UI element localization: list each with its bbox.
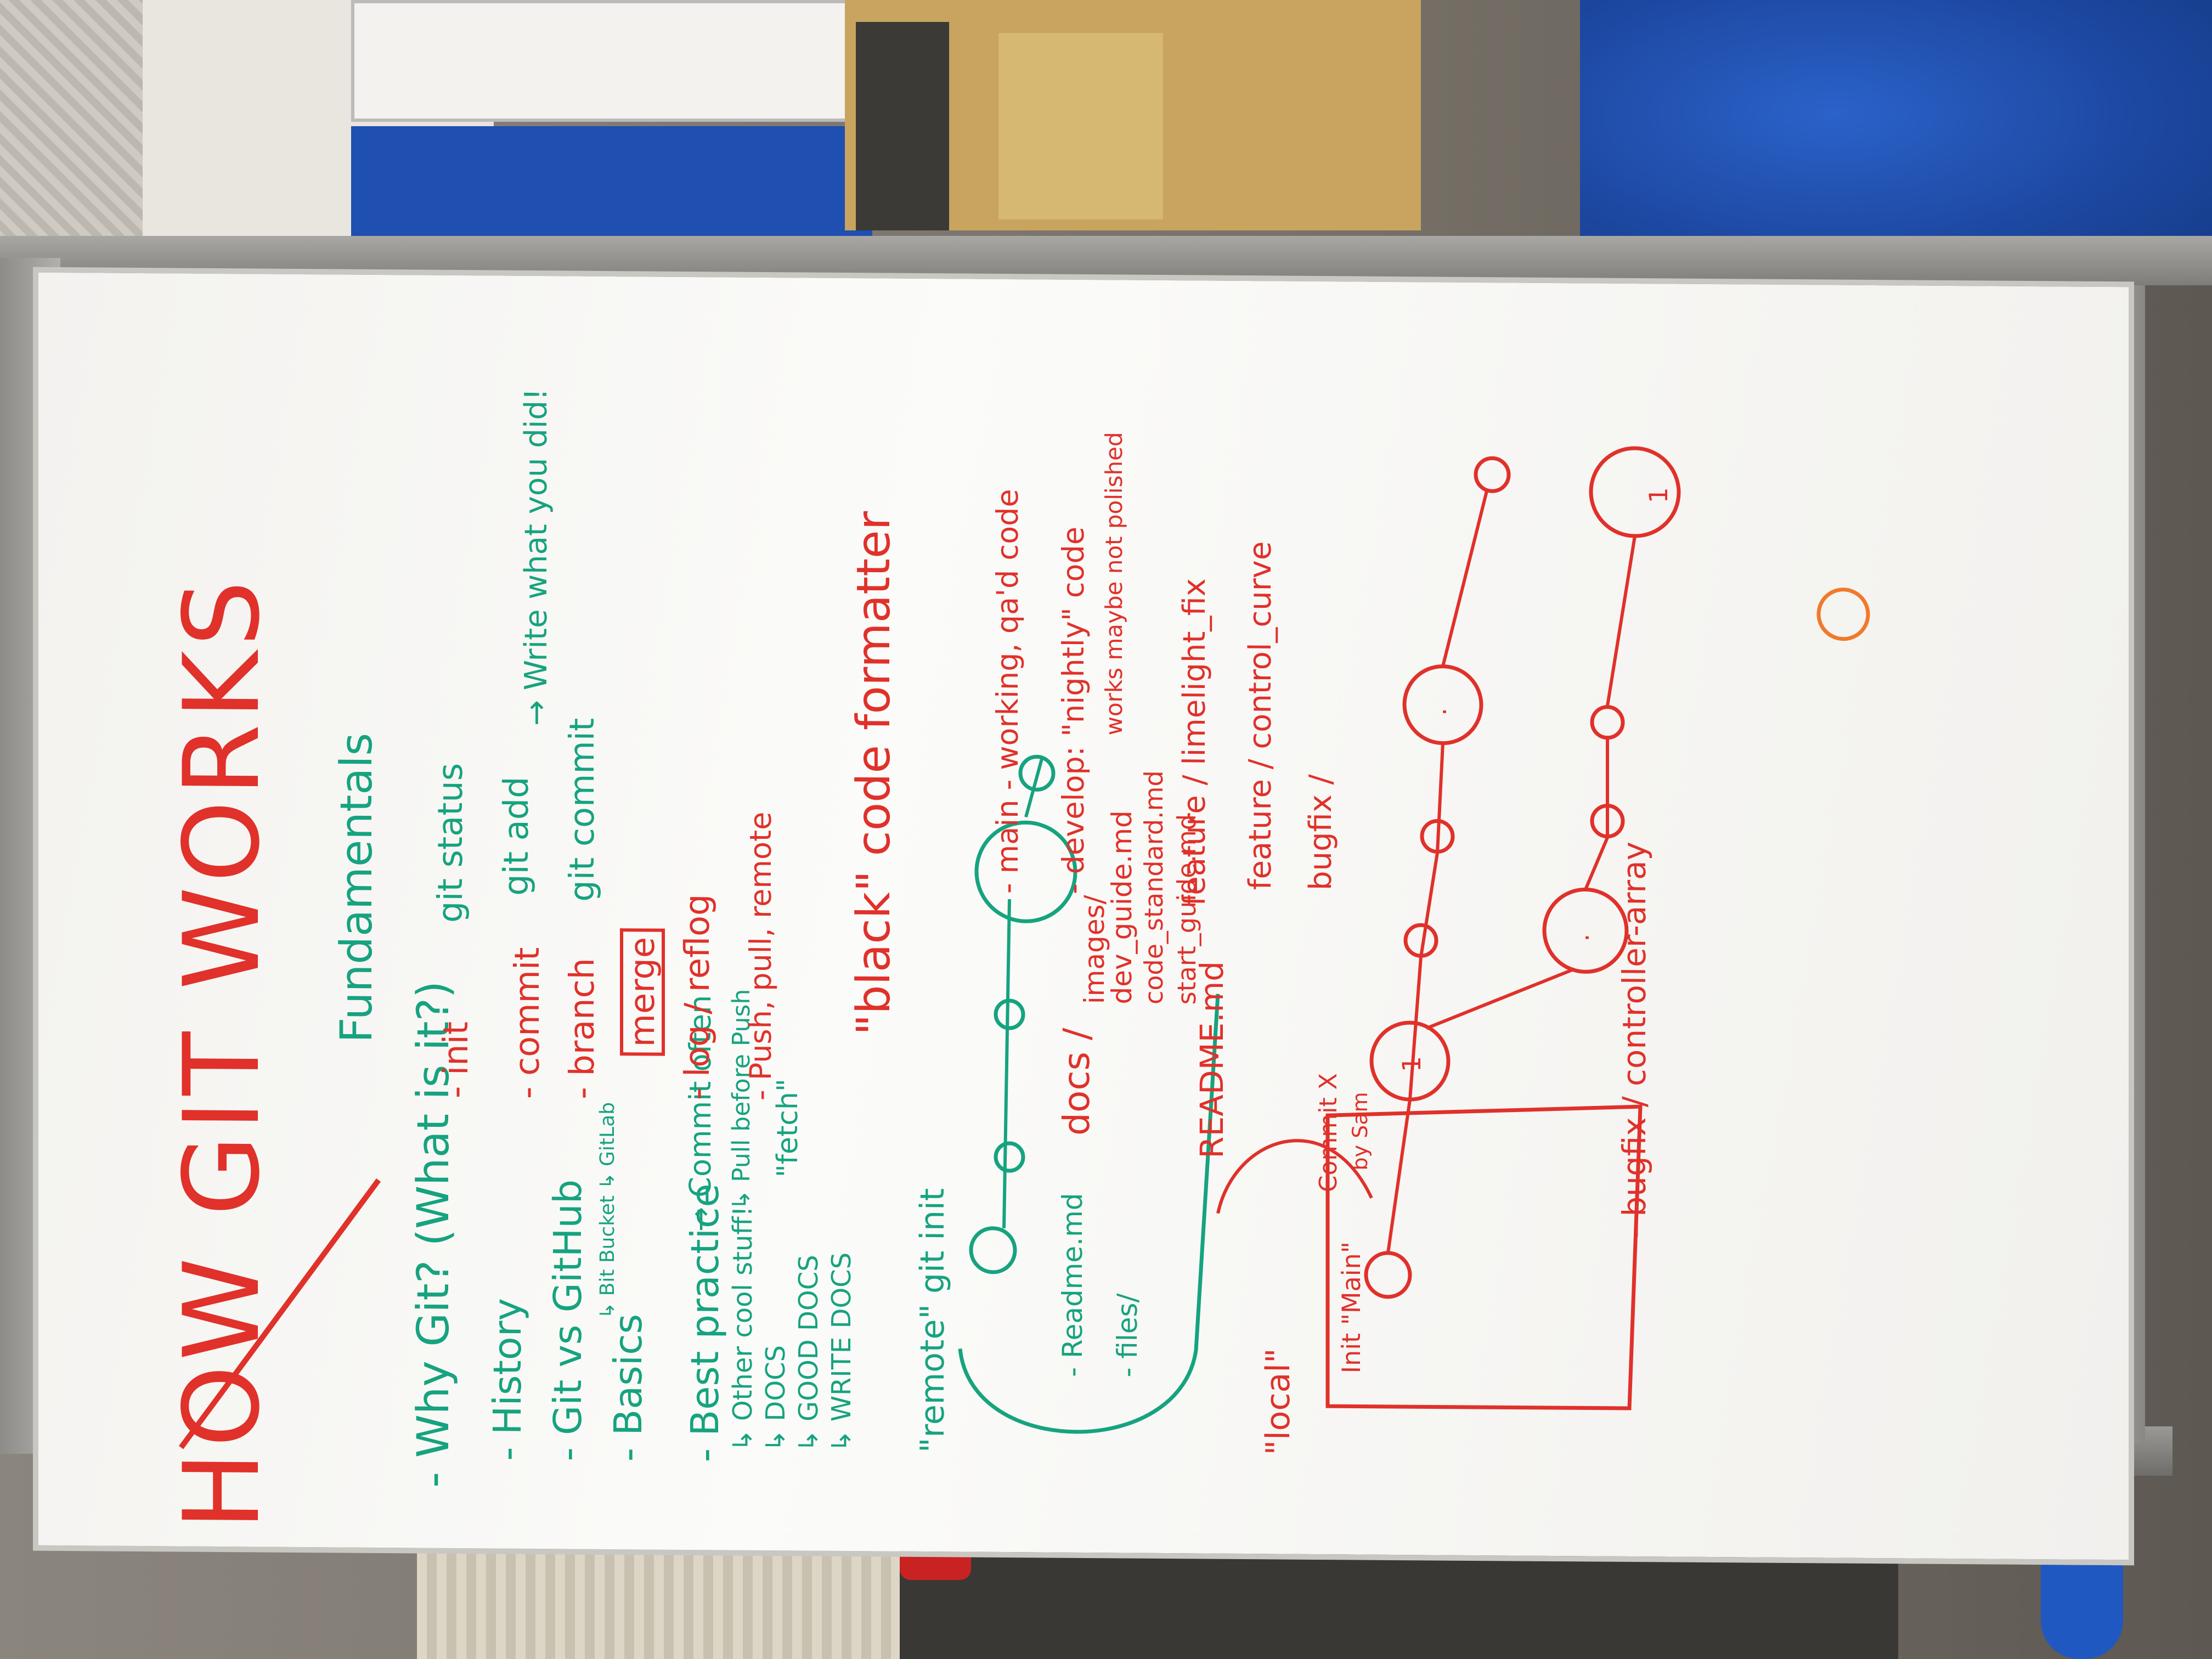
docs-folder-note: docs / <box>1056 1028 1098 1136</box>
readme-file-note: - Readme.md <box>1057 1193 1088 1378</box>
git-status-note: git status <box>430 763 470 923</box>
good-docs-note: ↳ GOOD DOCS <box>793 1255 824 1452</box>
remote-chain-line <box>1002 756 1044 1229</box>
ceiling-vent <box>0 0 143 241</box>
local-box <box>1325 1104 1643 1410</box>
bugfix-controller-note: - bugfix / controller-array <box>1616 841 1653 1239</box>
by-sam-note: by Sam <box>1348 1092 1372 1171</box>
local-commit-node <box>1542 887 1629 974</box>
node-label: · <box>1572 933 1602 942</box>
local-commit-node <box>1590 705 1625 740</box>
cardboard-box <box>998 33 1163 219</box>
local-commit-node <box>1474 456 1511 493</box>
merge-note: merge <box>620 928 665 1056</box>
node-label: 1 <box>1397 1056 1426 1073</box>
develop-description-note: works maybe not polished <box>1101 432 1127 736</box>
git-add-note: git add <box>496 776 536 896</box>
fundamentals-heading: Fundamentals <box>331 732 382 1043</box>
write-what-you-did-note: → Write what you did! <box>518 388 554 726</box>
log-reflog-note: - log / reflog <box>677 894 717 1101</box>
whiteboard-drawings <box>178 446 1870 1449</box>
github-alternatives-note: ↳ Bit Bucket ↳ GitLab <box>596 1102 619 1319</box>
remote-commit-node <box>974 820 1077 923</box>
branch-note: - branch <box>562 957 602 1099</box>
docs-note: ↳ DOCS <box>760 1345 791 1452</box>
git-commit-note: git commit <box>562 718 602 902</box>
remote-commit-node <box>994 1141 1025 1173</box>
node-label: · <box>1430 707 1459 716</box>
main-branch-note: - main - working, qa'd code <box>990 489 1025 894</box>
dev-guide-file-note: dev_guide.md <box>1106 810 1138 1005</box>
write-docs-note: ↳ WRITE DOCS <box>826 1252 857 1453</box>
local-commit-node <box>1364 1251 1412 1299</box>
local-graph-lines <box>1386 490 1637 1254</box>
git-vs-github-note: - Git vs GitHub <box>545 1179 590 1462</box>
files-folder-note: - files/ <box>1111 1293 1143 1378</box>
whiteboard: HOW GIT WORKS - Why Git? (What is it?) -… <box>33 267 2134 1566</box>
wall-poster <box>351 0 851 122</box>
push-pull-remote-note: - Push, pull, remote <box>743 811 778 1101</box>
blue-banner <box>351 126 872 236</box>
title-underline <box>178 1178 381 1449</box>
other-cool-stuff-note: ↳ Other cool stuff! <box>727 1206 758 1452</box>
init-main-note: Init "Main" <box>1336 1241 1366 1374</box>
readme-caps-note: README.md <box>1193 961 1231 1159</box>
bugfix-note: bugfix / <box>1303 774 1339 891</box>
local-label: "local" <box>1259 1348 1297 1455</box>
board-title: HOW GIT WORKS <box>161 575 283 1531</box>
remote-commit-node <box>994 998 1025 1030</box>
feature-control-curve-note: feature / control_curve <box>1243 541 1278 890</box>
dark-box <box>856 22 949 230</box>
remote-commit-node <box>969 1226 1017 1274</box>
node-label: 1 <box>1644 487 1673 504</box>
black-formatter-note: "black" code formatter <box>847 511 900 1036</box>
push-arrow <box>1216 1139 1373 1214</box>
remote-commit-node <box>1018 754 1056 792</box>
remote-box <box>958 994 1220 1434</box>
develop-branch-note: - develop: "nightly" code <box>1056 526 1091 895</box>
images-folder-note: images/ <box>1079 895 1110 1005</box>
basics-note: - Basics <box>606 1313 651 1462</box>
remote-label: "remote" git init <box>913 1188 952 1453</box>
commit-note: - commit <box>507 947 547 1099</box>
history-note: - History <box>485 1297 530 1461</box>
local-commit-node <box>1402 664 1483 746</box>
code-standard-file-note: code_standard.md <box>1139 770 1169 1005</box>
commit-x-note: Commit X <box>1314 1073 1342 1193</box>
orange-doodle <box>1816 588 1870 641</box>
init-note: - init <box>436 1021 476 1099</box>
